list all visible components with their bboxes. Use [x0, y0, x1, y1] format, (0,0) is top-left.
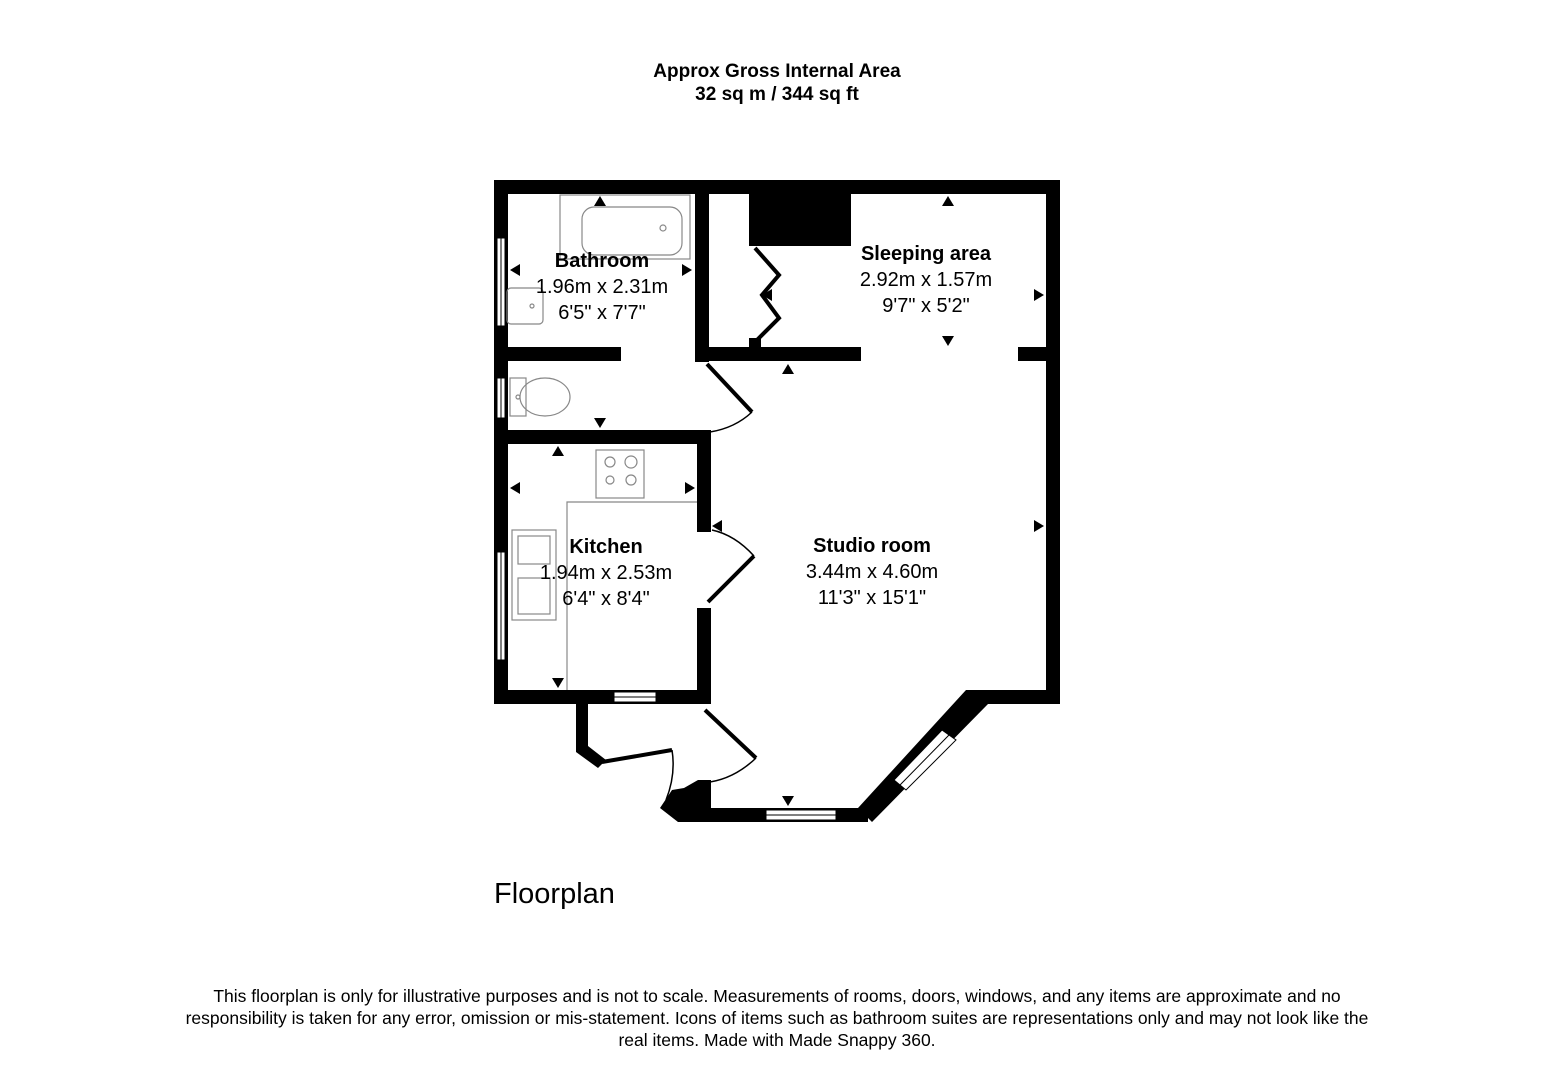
room-kitchen: Kitchen 1.94m x 2.53m 6'4" x 8'4" — [540, 534, 672, 612]
plan-title: Floorplan — [494, 878, 615, 910]
disclaimer: This floorplan is only for illustrative … — [185, 986, 1369, 1050]
room-metric: 1.96m x 2.31m — [535, 276, 669, 298]
area-header: Approx Gross Internal Area 32 sq m / 344… — [0, 60, 1554, 106]
hob-icon — [595, 449, 645, 499]
basin-icon — [506, 287, 544, 325]
room-imperial: 6'5" x 7'7" — [558, 302, 646, 324]
room-imperial: 11'3" x 15'1" — [817, 587, 927, 609]
area-title: Approx Gross Internal Area — [653, 61, 901, 82]
room-name: Bathroom — [554, 250, 650, 272]
room-name: Sleeping area — [860, 243, 992, 265]
bathtub-icon — [559, 194, 691, 260]
sink-icon — [511, 529, 557, 621]
room-name: Kitchen — [569, 536, 643, 558]
toilet-icon — [509, 377, 527, 417]
area-value: 32 sq m / 344 sq ft — [695, 84, 859, 105]
room-metric: 3.44m x 4.60m — [805, 561, 939, 583]
room-metric: 2.92m x 1.57m — [859, 269, 993, 291]
room-studio: Studio room 3.44m x 4.60m 11'3" x 15'1" — [806, 533, 938, 611]
doors — [601, 246, 782, 801]
room-metric: 1.94m x 2.53m — [539, 562, 673, 584]
fixtures — [506, 194, 697, 690]
room-bathroom: Bathroom 1.96m x 2.31m 6'5" x 7'7" — [536, 248, 668, 326]
room-name: Studio room — [813, 535, 931, 557]
room-imperial: 9'7" x 5'2" — [882, 295, 970, 317]
dimension-arrows — [510, 196, 1044, 806]
room-sleeping-area: Sleeping area 2.92m x 1.57m 9'7" x 5'2" — [860, 241, 992, 319]
room-imperial: 6'4" x 8'4" — [562, 588, 650, 610]
